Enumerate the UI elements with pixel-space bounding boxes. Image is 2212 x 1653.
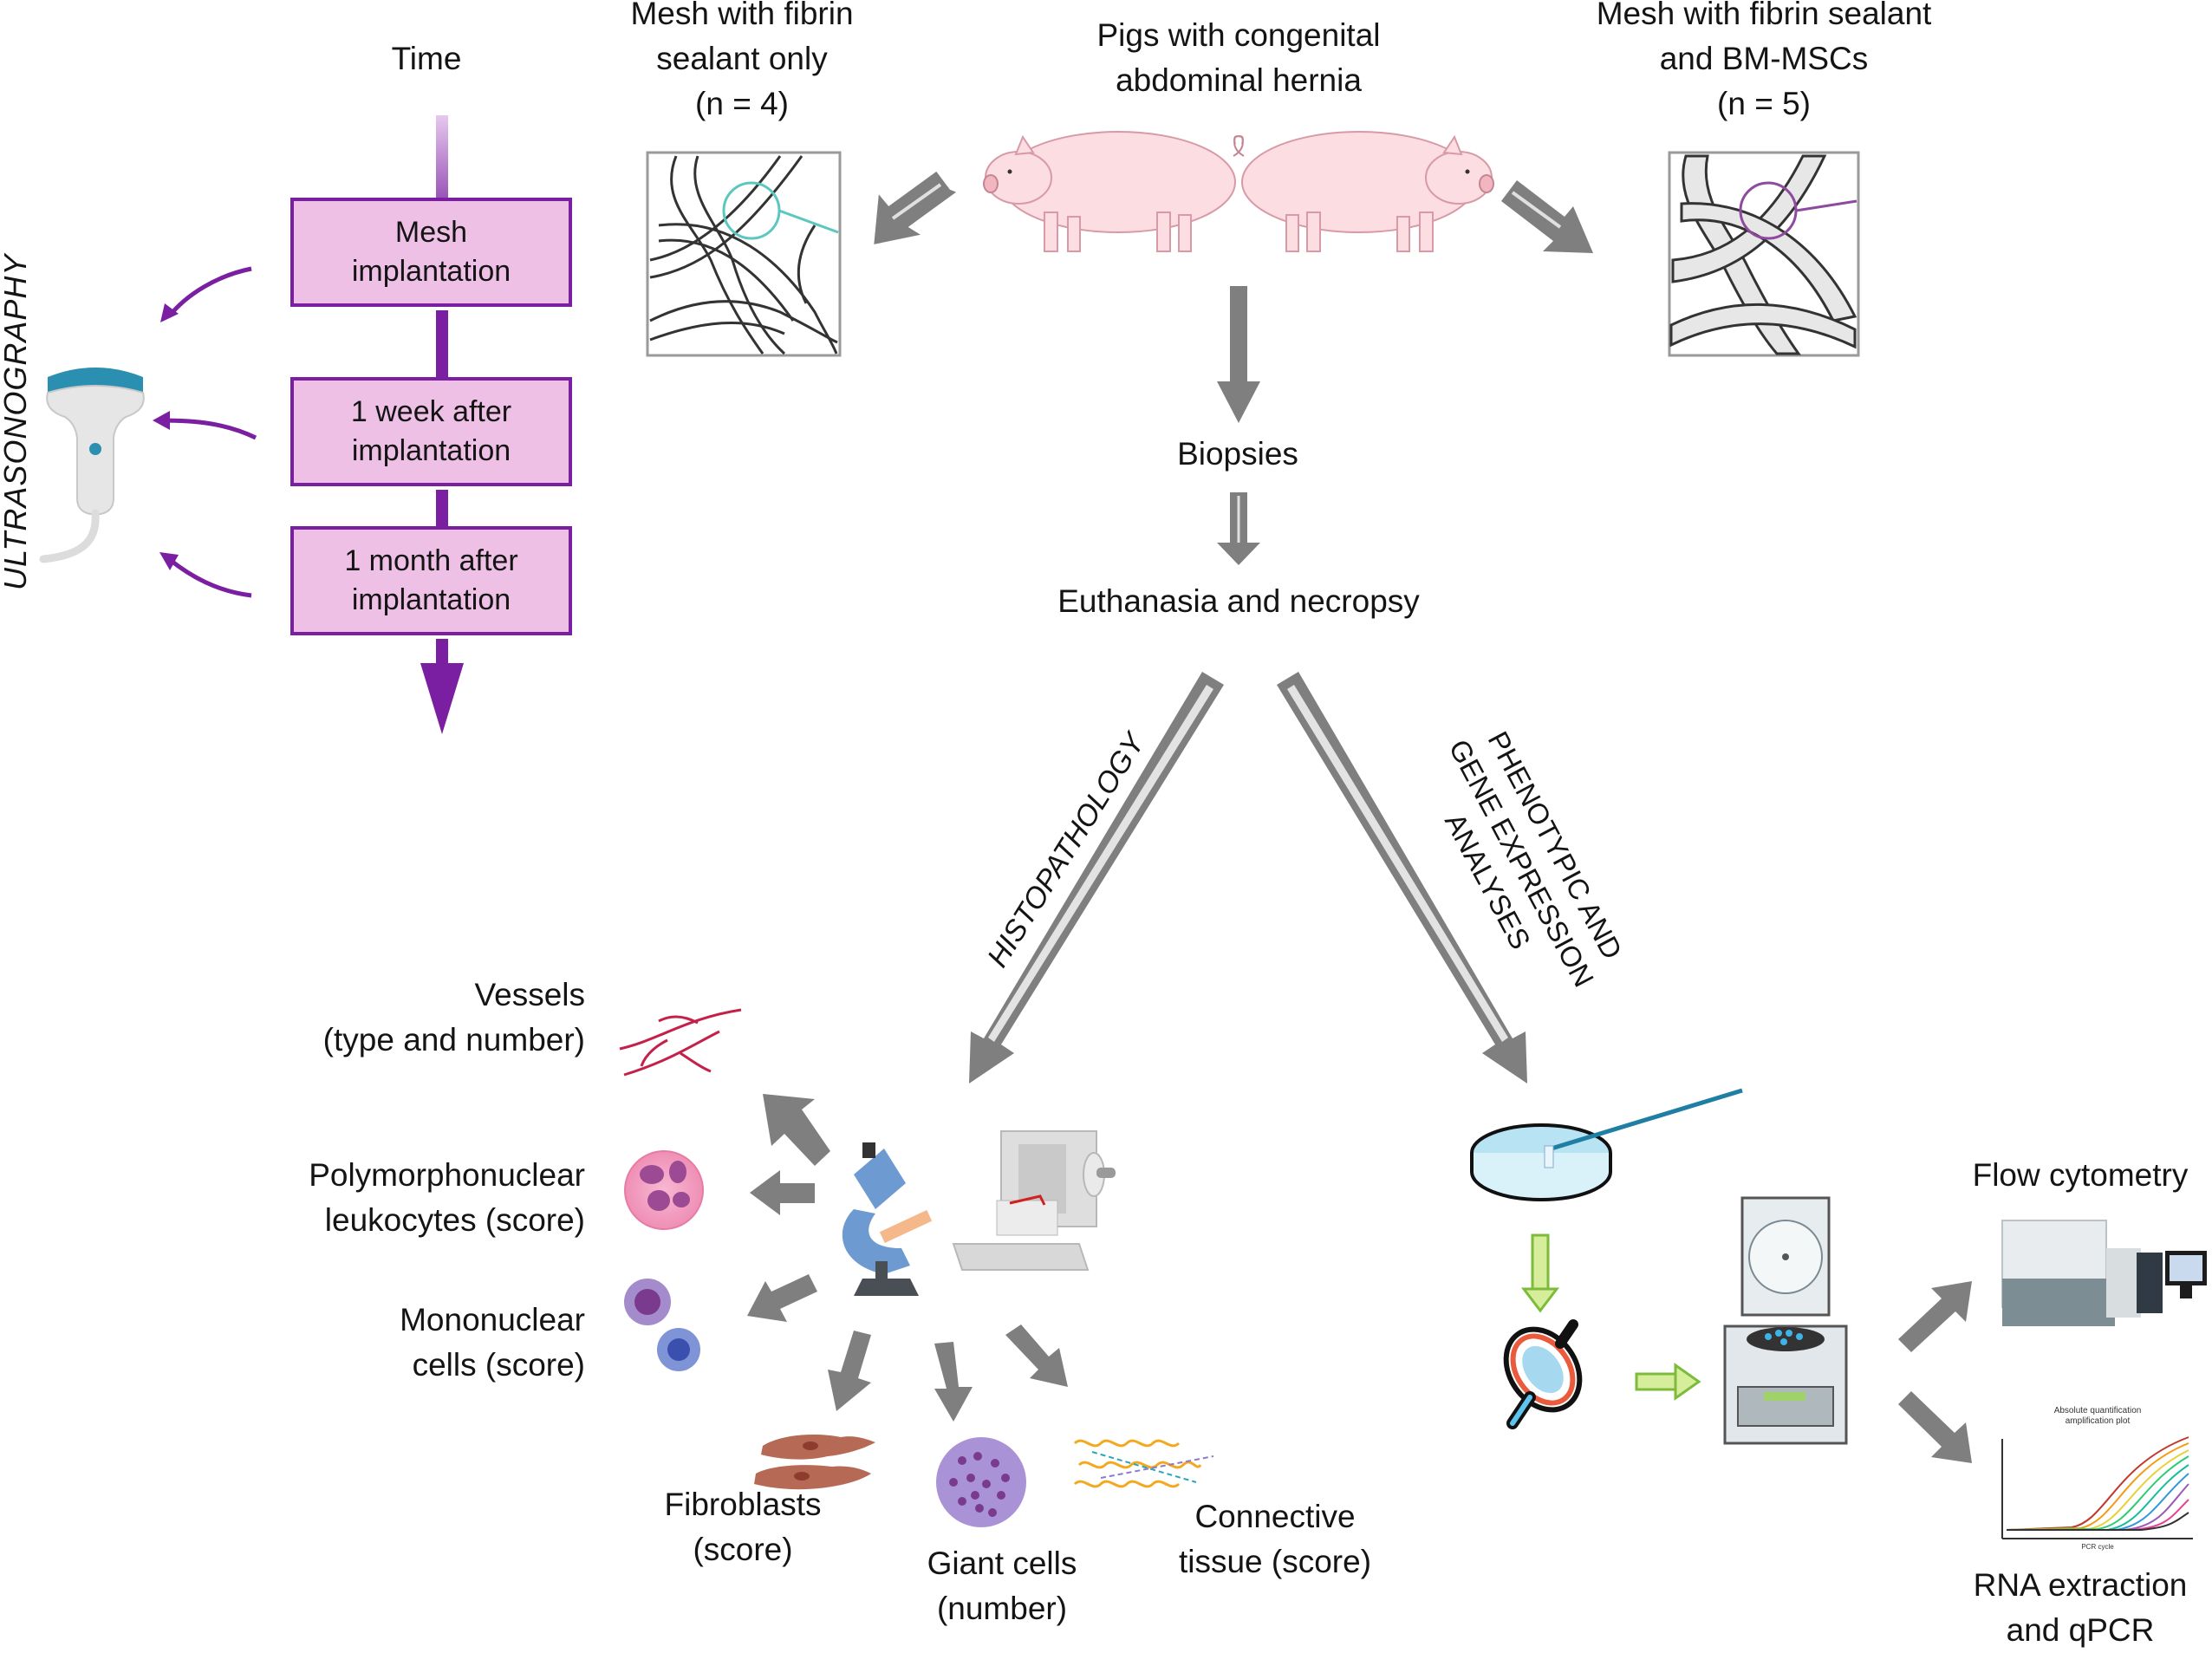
vessels-line2: (type and number): [322, 1022, 585, 1058]
vessels-icon: [619, 1008, 742, 1077]
fibroblasts-line2: (score): [693, 1532, 793, 1567]
arrow-to-mesh-right: [1501, 180, 1593, 253]
giant-cell-icon: [936, 1437, 1026, 1527]
microscope-icon: [842, 1142, 933, 1296]
arrow-phenotypic: [1277, 672, 1527, 1084]
arrow-to-connective: [1005, 1324, 1068, 1387]
pigs-title-line1: Pigs with congenital: [1096, 17, 1381, 53]
connective-line2: tissue (score): [1178, 1544, 1372, 1579]
green-arrow-right: [1635, 1363, 1701, 1401]
ultrasonography-label: ULTRASONOGRAPHY: [0, 253, 33, 590]
arrow-to-flow-cytometry: [1898, 1281, 1972, 1352]
green-arrow-down: [1520, 1233, 1560, 1313]
fibroblasts-label: Fibroblasts (score): [613, 1482, 873, 1572]
fibroblasts-icon: [754, 1435, 875, 1490]
pmn-line1: Polymorphonuclear: [309, 1157, 585, 1193]
mesh-fibrin-bmmsc-icon: [1668, 151, 1860, 357]
arrow-histopathology: [969, 672, 1224, 1084]
group-fibrin-bmmsc-title: Mesh with fibrin sealant and BM-MSCs (n …: [1556, 0, 1972, 127]
microtome-icon: [952, 1130, 1116, 1271]
petri-dish-icon: [1470, 1088, 1743, 1201]
pmn-leukocyte-icon: [624, 1150, 704, 1230]
timeline-step-line2: implantation: [351, 583, 511, 616]
pigs-title: Pigs with congenital abdominal hernia: [1048, 13, 1429, 103]
timeline-step-line1: 1 week after: [350, 395, 512, 428]
timeline-step-line1: 1 month after: [344, 544, 518, 577]
arrow-to-pmn: [750, 1170, 815, 1215]
connective-tissue-label: Connective tissue (score): [1145, 1494, 1405, 1585]
timeline-step-1-month: 1 month after implantation: [290, 526, 572, 635]
qpcr-plot-icon: [2001, 1436, 2193, 1539]
biopsies-label: Biopsies: [1177, 436, 1298, 472]
pig-left-icon: [983, 131, 1244, 252]
connective-tissue-icon: [1073, 1439, 1214, 1488]
timeline-step-line2: implantation: [351, 255, 511, 288]
pmn-line2: leukocytes (score): [324, 1202, 585, 1238]
rna-line1: RNA extraction: [1973, 1567, 2188, 1603]
mesh-fibrin-only-icon: [646, 151, 842, 357]
ultrasound-arrows: [159, 266, 257, 598]
rna-qpcr-label: RNA extraction and qPCR: [1946, 1563, 2212, 1653]
ultrasound-probe-icon: [39, 368, 145, 563]
giant-line1: Giant cells: [927, 1546, 1077, 1581]
arrow-to-euthanasia: [1217, 492, 1260, 565]
fibroblasts-line1: Fibroblasts: [664, 1487, 822, 1522]
arrow-to-fibroblasts: [828, 1331, 871, 1411]
arrow-to-vessels: [763, 1094, 830, 1166]
centrifuge-icon: [1723, 1196, 1848, 1445]
syringe-filter-icon: [1503, 1319, 1583, 1429]
arrow-to-biopsies: [1217, 286, 1260, 423]
qpcr-xlabel: PCR cycle: [2081, 1543, 2114, 1551]
mononuclear-line2: cells (score): [412, 1347, 585, 1383]
pig-right-icon: [1233, 131, 1494, 252]
histo-small-arrows: [747, 1094, 1068, 1422]
group-fibrin-bmmsc-line2: and BM-MSCs: [1659, 41, 1869, 76]
group-fibrin-only-title: Mesh with fibrin sealant only (n = 4): [569, 0, 915, 127]
group-fibrin-bmmsc-n: (n = 5): [1717, 86, 1811, 121]
connective-line1: Connective: [1194, 1499, 1356, 1534]
mononuclear-line1: Mononuclear: [400, 1302, 585, 1337]
arrow-to-qpcr: [1898, 1391, 1972, 1463]
rna-line2: and qPCR: [2006, 1612, 2155, 1648]
mononuclear-cells-icon: [624, 1279, 700, 1371]
giant-line2: (number): [936, 1591, 1068, 1626]
vessels-label: Vessels (type and number): [238, 973, 585, 1063]
pmn-label: Polymorphonuclear leukocytes (score): [195, 1153, 585, 1243]
arrow-to-mesh-left: [874, 171, 957, 244]
vessels-line1: Vessels: [474, 977, 585, 1012]
flow-cytometer-icon: [2001, 1220, 2207, 1326]
flow-cytometry-label: Flow cytometry: [1972, 1157, 2189, 1193]
mononuclear-label: Mononuclear cells (score): [282, 1298, 585, 1388]
timeline-arrow: [420, 115, 464, 734]
timeline-step-1-week: 1 week after implantation: [290, 377, 572, 486]
timeline-title: Time: [391, 41, 462, 76]
euthanasia-label: Euthanasia and necropsy: [1057, 583, 1420, 619]
timeline-step-line1: Mesh: [394, 216, 468, 249]
arrow-to-mononuclear: [747, 1274, 817, 1322]
pigs-title-line2: abdominal hernia: [1116, 62, 1362, 98]
qpcr-plot-title: Absolute quantification amplification pl…: [2011, 1406, 2184, 1427]
qpcr-title-line1: Absolute quantification: [2053, 1406, 2142, 1415]
group-fibrin-only-line2: sealant only: [656, 41, 828, 76]
qpcr-title-line2: amplification plot: [2065, 1416, 2131, 1426]
group-fibrin-only-n: (n = 4): [695, 86, 789, 121]
timeline-step-line2: implantation: [351, 434, 511, 467]
arrow-to-giant: [934, 1342, 973, 1422]
group-fibrin-only-line1: Mesh with fibrin: [630, 0, 854, 31]
timeline-step-mesh-implantation: Mesh implantation: [290, 198, 572, 307]
ultrasound-arrowheads: [153, 303, 179, 570]
group-fibrin-bmmsc-line1: Mesh with fibrin sealant: [1596, 0, 1932, 31]
giant-cells-label: Giant cells (number): [872, 1541, 1132, 1631]
